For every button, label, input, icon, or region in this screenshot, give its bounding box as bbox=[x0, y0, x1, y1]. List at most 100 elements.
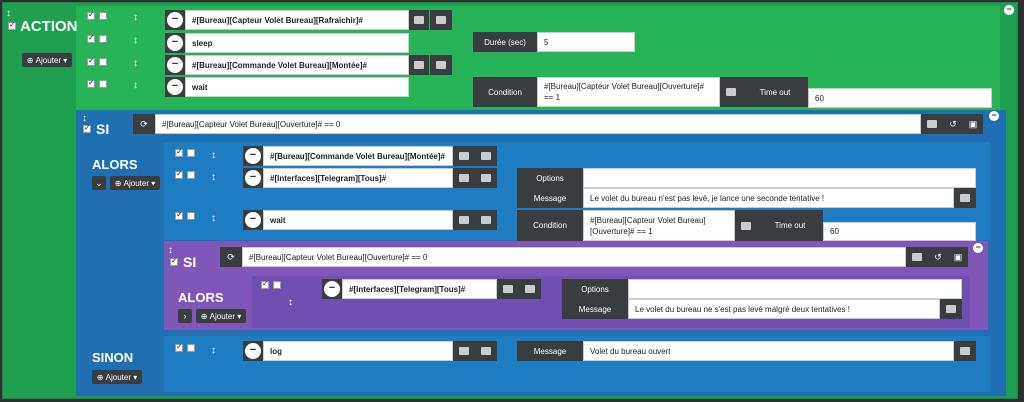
command-field[interactable]: #[Interfaces][Telegram][Tous]# bbox=[342, 279, 497, 299]
option-checkbox[interactable] bbox=[99, 12, 107, 20]
list-button[interactable] bbox=[940, 299, 962, 319]
condition-expression-input[interactable]: #[Bureau][Capteur Volet Bureau][Ouvertur… bbox=[242, 247, 906, 267]
remove-action-button[interactable]: − bbox=[165, 33, 185, 53]
remove-action-button[interactable]: − bbox=[243, 146, 263, 166]
list-button[interactable] bbox=[430, 10, 452, 30]
remove-icon[interactable]: − bbox=[973, 243, 983, 253]
command-field[interactable]: wait bbox=[185, 77, 409, 97]
condition-input[interactable]: #[Bureau][Capteur Volet Bureau][Ouvertur… bbox=[537, 77, 720, 107]
option-checkbox[interactable] bbox=[187, 344, 195, 352]
message-input[interactable]: Volet du bureau ouvert bbox=[583, 341, 954, 361]
refresh-button[interactable]: ⟳ bbox=[133, 114, 155, 134]
remove-action-button[interactable]: − bbox=[243, 341, 263, 361]
message-input[interactable]: Le volet du bureau ne s'est pas levé mal… bbox=[628, 299, 940, 319]
option-checkbox[interactable] bbox=[273, 281, 281, 289]
list-button[interactable] bbox=[519, 279, 541, 299]
list-button[interactable] bbox=[954, 341, 976, 361]
option-checkbox[interactable] bbox=[187, 212, 195, 220]
enable-checkbox[interactable] bbox=[175, 147, 183, 157]
drag-handle-icon[interactable]: ↕ bbox=[211, 172, 216, 183]
list-button[interactable] bbox=[453, 146, 475, 166]
history-button[interactable]: ↺ bbox=[943, 114, 963, 134]
enable-checkbox[interactable] bbox=[87, 10, 95, 20]
timeout-input[interactable]: 60 bbox=[823, 222, 976, 241]
enable-checkbox[interactable] bbox=[175, 342, 183, 352]
duration-input[interactable]: 5 bbox=[537, 32, 635, 52]
remove-action-button[interactable]: − bbox=[243, 210, 263, 230]
remove-icon[interactable]: − bbox=[989, 111, 999, 121]
list-button[interactable] bbox=[906, 247, 928, 267]
drag-handle-icon[interactable]: ↕ bbox=[133, 58, 138, 69]
remove-action-button[interactable]: − bbox=[243, 168, 263, 188]
command-field[interactable]: #[Bureau][Commande Volet Bureau][Montée]… bbox=[185, 55, 409, 75]
enable-checkbox[interactable] bbox=[83, 123, 91, 133]
option-checkbox[interactable] bbox=[99, 35, 107, 43]
command-field[interactable]: wait bbox=[263, 210, 453, 230]
command-field[interactable]: #[Bureau][Commande Volet Bureau][Montée]… bbox=[263, 146, 453, 166]
cube-button[interactable]: ▣ bbox=[963, 114, 983, 134]
enable-checkbox[interactable] bbox=[175, 210, 183, 220]
drag-handle-icon[interactable]: ↕ bbox=[133, 80, 138, 91]
enable-checkbox[interactable] bbox=[87, 78, 95, 88]
options-input[interactable] bbox=[583, 168, 976, 188]
minus-icon: − bbox=[167, 57, 183, 73]
list-button[interactable] bbox=[475, 168, 497, 188]
expand-button[interactable]: › bbox=[178, 309, 192, 323]
option-checkbox[interactable] bbox=[187, 149, 195, 157]
list-button[interactable] bbox=[453, 341, 475, 361]
drag-handle-icon[interactable]: ↕ bbox=[133, 12, 138, 23]
ajouter-button[interactable]: ⊕ Ajouter ▾ bbox=[196, 309, 246, 323]
cube-button[interactable]: ▣ bbox=[948, 247, 968, 267]
drag-handle-icon[interactable]: ↕ bbox=[133, 35, 138, 46]
option-checkbox[interactable] bbox=[187, 171, 195, 179]
enable-checkbox[interactable] bbox=[87, 56, 95, 66]
drag-handle-icon[interactable]: ↕ bbox=[211, 150, 216, 161]
enable-checkbox[interactable] bbox=[261, 279, 269, 289]
remove-action-button[interactable]: − bbox=[322, 279, 342, 299]
drag-handle-icon[interactable]: ↕ bbox=[82, 113, 87, 124]
refresh-button[interactable]: ⟳ bbox=[220, 247, 242, 267]
history-button[interactable]: ↺ bbox=[928, 247, 948, 267]
command-field[interactable]: #[Bureau][Capteur Volet Bureau][Rafraich… bbox=[185, 10, 409, 30]
message-input[interactable]: Le volet du bureau n'est pas levé, je la… bbox=[583, 188, 954, 208]
list-button[interactable] bbox=[497, 279, 519, 299]
enable-checkbox[interactable] bbox=[8, 20, 16, 30]
timeout-input[interactable]: 60 bbox=[808, 88, 992, 108]
collapse-button[interactable]: ⌄ bbox=[92, 176, 106, 190]
ajouter-button[interactable]: ⊕ Ajouter ▾ bbox=[22, 53, 72, 67]
command-field[interactable]: sleep bbox=[185, 33, 409, 53]
remove-icon[interactable]: − bbox=[1004, 5, 1014, 15]
list-button[interactable] bbox=[430, 55, 452, 75]
command-field[interactable]: log bbox=[263, 341, 453, 361]
drag-handle-icon[interactable]: ↕ bbox=[211, 213, 216, 224]
remove-action-button[interactable]: − bbox=[165, 55, 185, 75]
list-button[interactable] bbox=[921, 114, 943, 134]
command-field[interactable]: #[Interfaces][Telegram][Tous]# bbox=[263, 168, 453, 188]
list-button[interactable] bbox=[720, 77, 742, 107]
option-checkbox[interactable] bbox=[99, 58, 107, 66]
remove-action-button[interactable]: − bbox=[165, 77, 185, 97]
options-input[interactable] bbox=[628, 279, 962, 299]
list-button[interactable] bbox=[409, 10, 429, 30]
remove-action-button[interactable]: − bbox=[165, 10, 185, 30]
list-button[interactable] bbox=[954, 188, 976, 208]
ajouter-button[interactable]: ⊕ Ajouter ▾ bbox=[92, 370, 142, 384]
list-button[interactable] bbox=[453, 168, 475, 188]
list-button[interactable] bbox=[475, 146, 497, 166]
ajouter-button[interactable]: ⊕ Ajouter ▾ bbox=[110, 176, 160, 190]
condition-expression-input[interactable]: #[Bureau][Capteur Volet Bureau][Ouvertur… bbox=[155, 114, 921, 134]
option-checkbox[interactable] bbox=[99, 80, 107, 88]
drag-handle-icon[interactable]: ↕ bbox=[211, 345, 216, 356]
drag-handle-icon[interactable]: ↕ bbox=[168, 245, 173, 256]
condition-input[interactable]: #[Bureau][Capteur Volet Bureau][Ouvertur… bbox=[583, 210, 735, 241]
list-button[interactable] bbox=[453, 210, 475, 230]
enable-checkbox[interactable] bbox=[170, 256, 178, 266]
list-button[interactable] bbox=[475, 341, 497, 361]
list-button[interactable] bbox=[735, 210, 757, 241]
list-button[interactable] bbox=[409, 55, 429, 75]
drag-handle-icon[interactable]: ↕ bbox=[288, 297, 293, 308]
enable-checkbox[interactable] bbox=[87, 33, 95, 43]
list-button[interactable] bbox=[475, 210, 497, 230]
enable-checkbox[interactable] bbox=[175, 169, 183, 179]
drag-handle-icon[interactable]: ↕ bbox=[6, 8, 11, 19]
